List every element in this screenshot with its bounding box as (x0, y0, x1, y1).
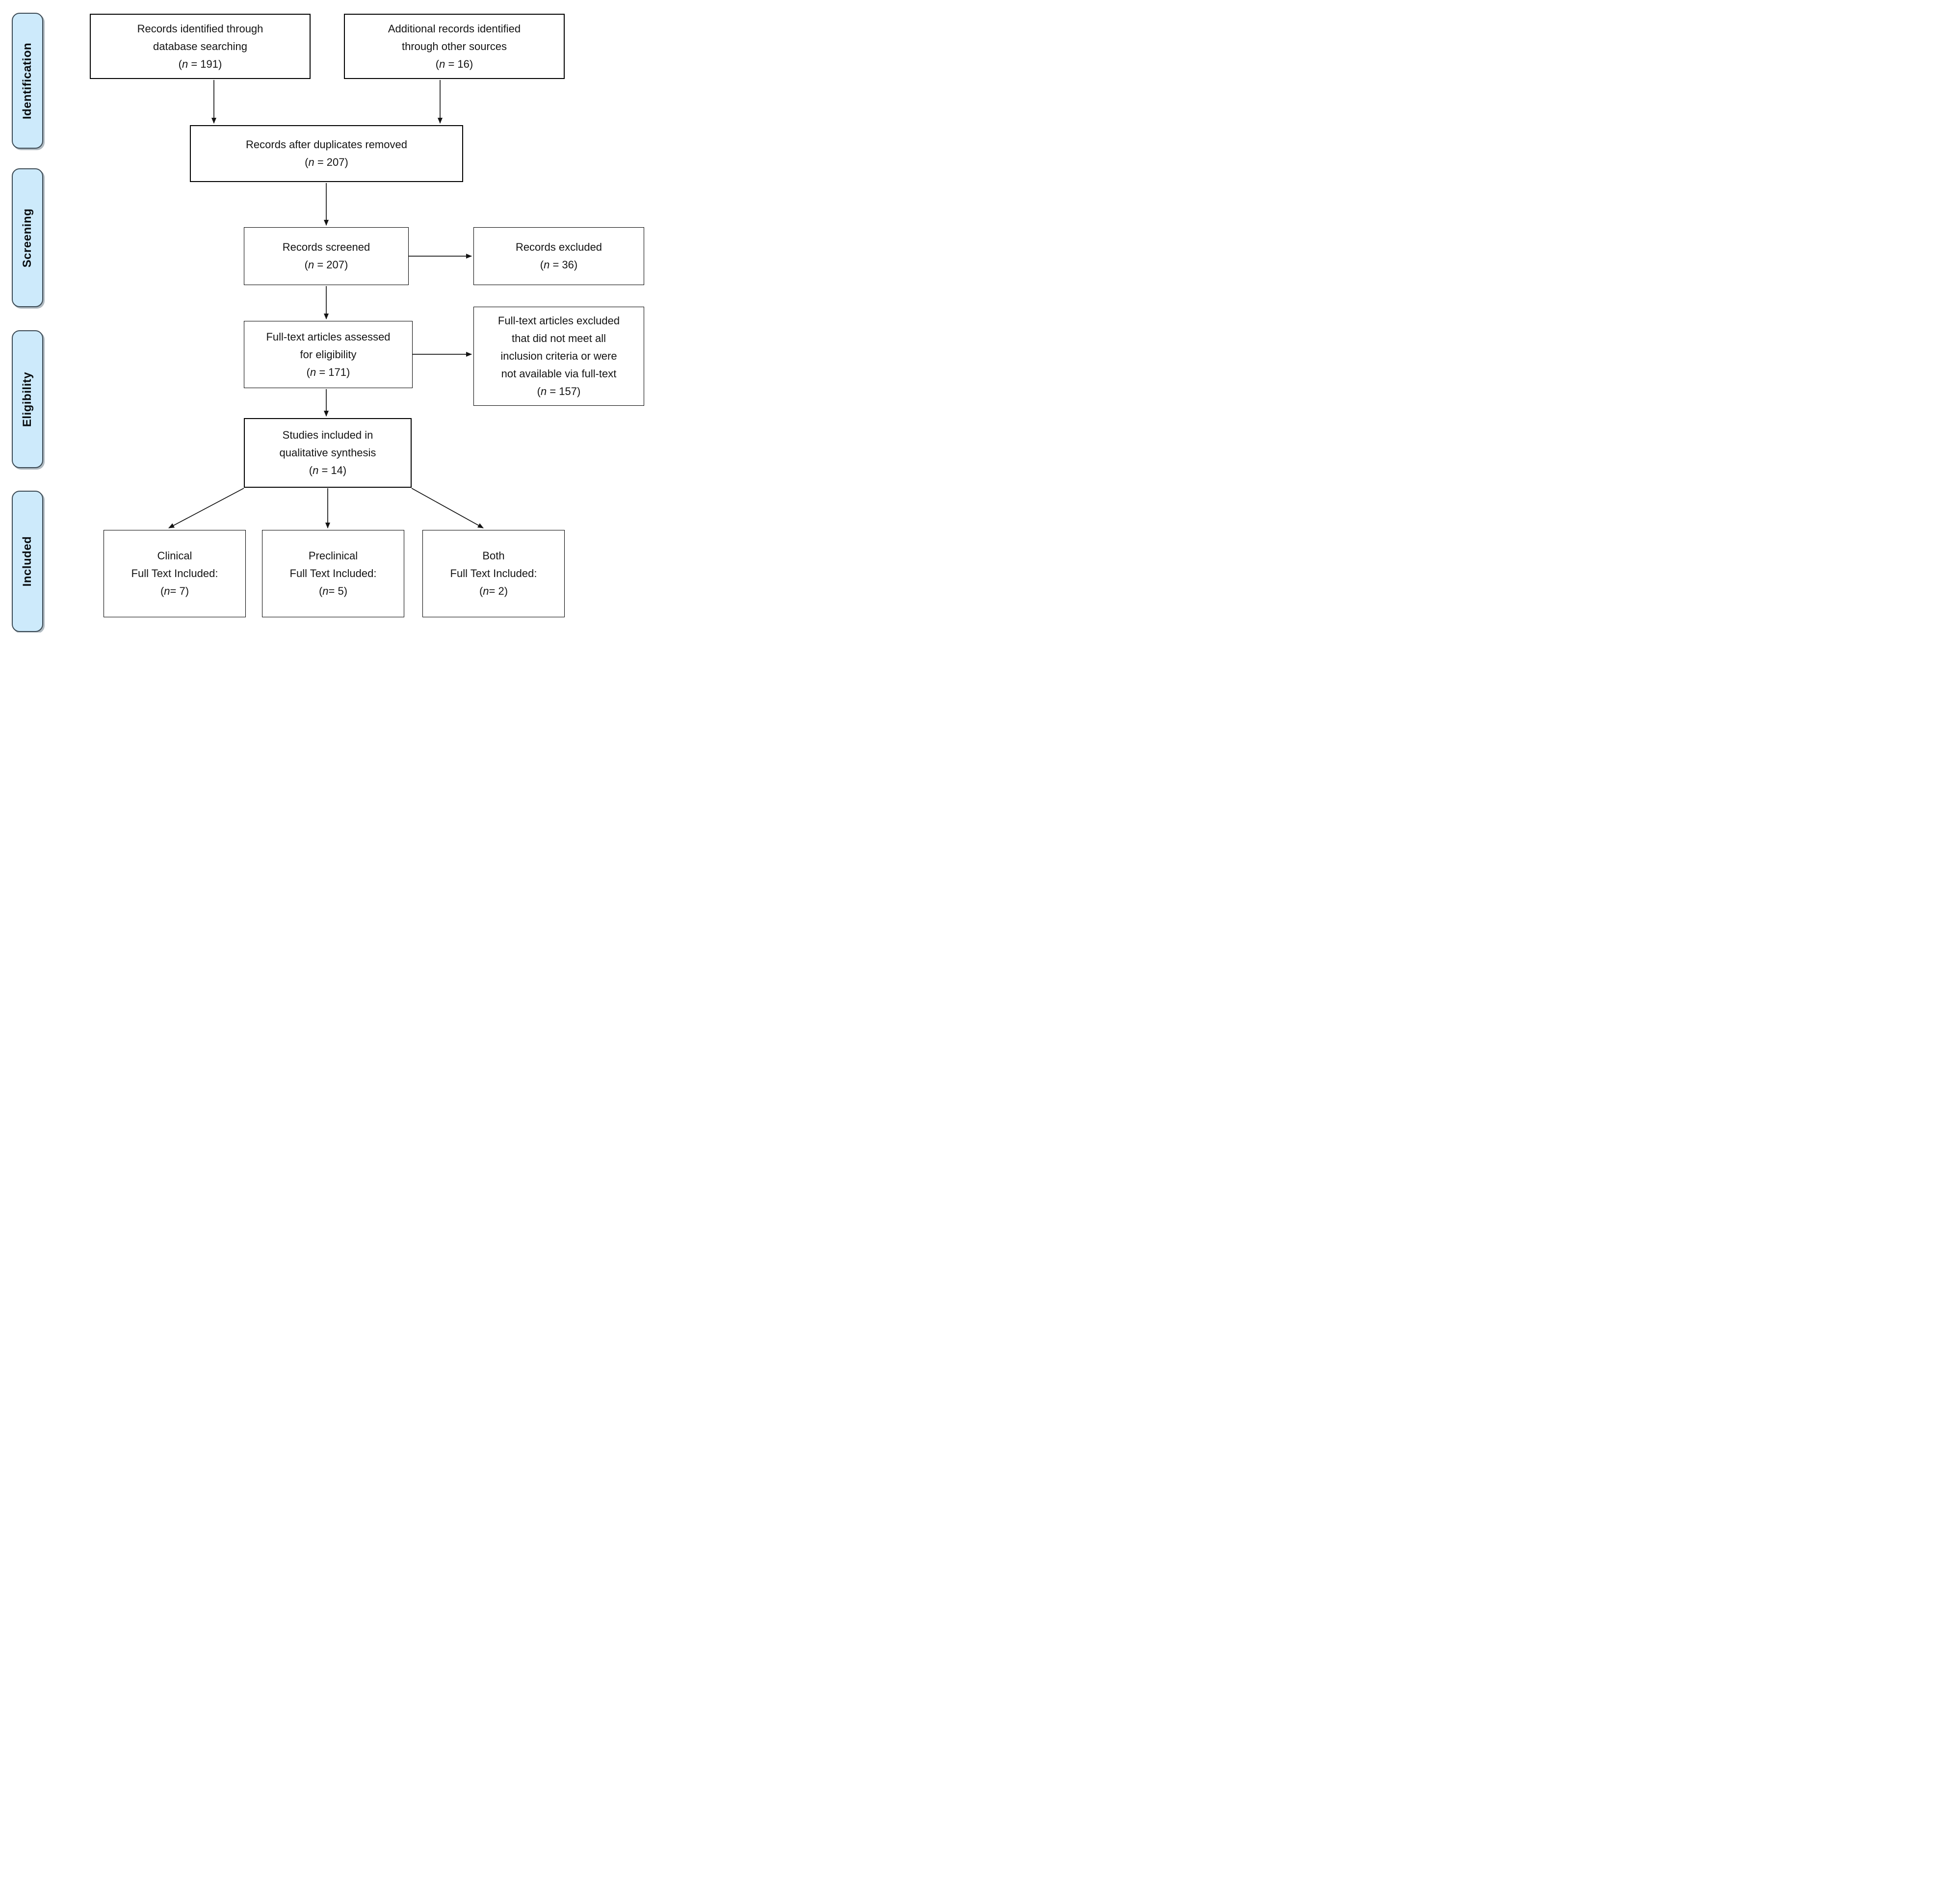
box-both-included: Both Full Text Included: (n= 2) (422, 530, 565, 617)
stage-included-label: Included (21, 536, 34, 587)
box-fulltext-assessed: Full-text articles assessed for eligibil… (244, 321, 413, 388)
box-text-line: Records excluded (515, 241, 602, 253)
box-text-line: Records screened (282, 241, 370, 253)
count-line: (n= 5) (318, 585, 348, 597)
count-line: (n = 207) (304, 259, 348, 271)
prisma-flow-diagram: Identification Screening Eligibility Inc… (0, 0, 653, 632)
count-line: (n = 16) (435, 57, 473, 70)
count-line: (n = 157) (537, 385, 581, 397)
box-text-line: database searching (153, 40, 248, 53)
box-text-line: Full Text Included: (289, 567, 377, 580)
box-text-line: Full Text Included: (450, 567, 537, 580)
stage-eligibility-label: Eligibility (21, 371, 34, 427)
box-fulltext-excluded: Full-text articles excluded that did not… (473, 307, 644, 406)
box-text-line: that did not meet all (511, 332, 606, 344)
box-qualitative-synthesis: Studies included in qualitative synthesi… (244, 418, 412, 488)
count-line: (n = 36) (540, 259, 578, 271)
box-text-line: Additional records identified (388, 22, 521, 35)
box-text-line: Full-text articles assessed (266, 330, 391, 343)
box-records-excluded: Records excluded (n = 36) (473, 227, 644, 285)
box-text-line: Full Text Included: (131, 567, 218, 580)
arrow-qualitative-to-clinical (168, 488, 244, 528)
box-text-line: inclusion criteria or were (500, 350, 617, 362)
box-text-line: Both (482, 550, 505, 562)
stage-screening: Screening (12, 168, 43, 307)
stage-eligibility: Eligibility (12, 330, 43, 468)
box-text-line: qualitative synthesis (279, 447, 376, 459)
box-records-identified: Records identified through database sear… (90, 14, 311, 79)
box-preclinical-included: Preclinical Full Text Included: (n= 5) (262, 530, 404, 617)
count-line: (n = 171) (306, 366, 350, 378)
count-line: (n= 2) (479, 585, 508, 597)
stage-included: Included (12, 491, 43, 632)
stage-identification-label: Identification (21, 42, 34, 119)
count-line: (n = 14) (309, 464, 347, 476)
box-text-line: through other sources (401, 40, 507, 53)
count-line: (n = 207) (305, 156, 348, 168)
box-text-line: Records after duplicates removed (246, 138, 407, 151)
box-after-duplicates: Records after duplicates removed (n = 20… (190, 125, 463, 182)
box-text-line: Full-text articles excluded (497, 315, 620, 327)
box-records-screened: Records screened (n = 207) (244, 227, 409, 285)
box-clinical-included: Clinical Full Text Included: (n= 7) (104, 530, 246, 617)
box-additional-records: Additional records identified through ot… (344, 14, 565, 79)
box-text-line: Preclinical (308, 550, 358, 562)
box-text-line: for eligibility (300, 348, 357, 361)
stage-identification: Identification (12, 13, 43, 149)
box-text-line: Records identified through (137, 22, 263, 35)
box-text-line: Clinical (157, 550, 192, 562)
box-text-line: not available via full-text (501, 368, 617, 380)
count-line: (n= 7) (160, 585, 189, 597)
arrow-qualitative-to-both (411, 488, 484, 528)
box-text-line: Studies included in (282, 429, 373, 441)
count-line: (n = 191) (178, 57, 222, 70)
stage-screening-label: Screening (21, 208, 34, 267)
